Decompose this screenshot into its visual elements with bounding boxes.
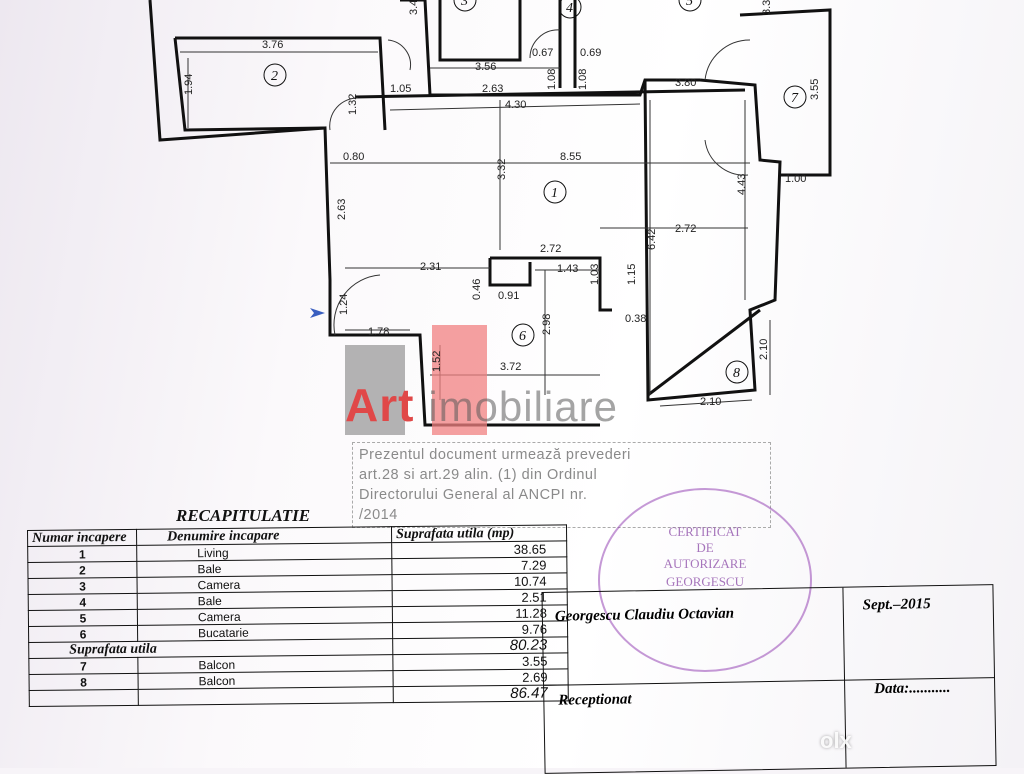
dimension-label: 1.43 [557, 263, 578, 275]
room-label: 4 [566, 1, 573, 16]
stamp-text: CERTIFICAT [668, 524, 742, 539]
dimension-label: 3.76 [262, 39, 283, 51]
dimension-label: 2.10 [758, 339, 770, 360]
notice-line: Prezentul document urmează prevederi [359, 447, 631, 463]
notice-line: Directorului General al ANCPI nr. [359, 487, 588, 503]
dimension-label: 3.32 [496, 159, 508, 180]
dimension-label: 1.24 [338, 294, 350, 315]
floor-plan: 1 2 3 4 5 6 7 8 3.76 1.94 3.41 3.56 0.67 0.69 1.08 1.0… [148, 0, 832, 435]
dimension-lines [180, 29, 771, 407]
room-marker [543, 180, 567, 204]
watermark-brand-a: Art [345, 379, 415, 431]
total-value: 86.47 [393, 684, 569, 703]
walls [148, 0, 832, 427]
stamp-text: AUTORIZARE [663, 556, 747, 571]
room-marker [783, 85, 807, 109]
room-label: 7 [791, 91, 799, 106]
dimension-label: 1.32 [347, 94, 359, 115]
dimension-label: 0.69 [580, 47, 601, 59]
received-label: Receptionat [558, 691, 632, 709]
header-area: Suprafata utila (mp) [391, 524, 567, 543]
watermark-logo: Art imobiliare [345, 380, 618, 432]
room-number: 6 [28, 625, 138, 643]
certification-stamp: CERTIFICAT DE AUTORIZARE GEORGESCU [598, 488, 812, 672]
room-number: 8 [29, 673, 139, 691]
header-number: Numar incapere [27, 529, 137, 547]
stamp-text: GEORGESCU [665, 574, 744, 589]
logo-red-block [432, 325, 487, 435]
dimension-label: 3.80 [675, 77, 696, 89]
dimension-label: 3.41 [408, 0, 420, 15]
room-marker [678, 0, 702, 12]
room-label: 1 [551, 186, 558, 201]
notice-line: /2014 [359, 507, 398, 523]
room-marker [725, 360, 749, 384]
dimension-label: 3.56 [475, 61, 496, 73]
dimension-label: 1.08 [577, 69, 589, 90]
dimension-label: 0.67 [532, 47, 553, 59]
dimension-label: 0.91 [498, 290, 519, 302]
dimension-label: 1.03 [589, 264, 601, 285]
dimension-label: 1.52 [431, 351, 443, 372]
dimension-label: 3.72 [500, 361, 521, 373]
site-watermark: olx [820, 728, 852, 753]
dimension-label: 0.80 [343, 151, 364, 163]
room-number: 7 [28, 657, 139, 675]
logo-grey-block [345, 345, 405, 435]
dimension-label: 2.72 [675, 223, 696, 235]
dimension-label: 2.10 [700, 396, 721, 408]
dimension-label: 3.39 [761, 0, 773, 15]
room-marker [558, 0, 582, 19]
data-label: Data:........... [874, 679, 951, 698]
dimension-label: 4.30 [505, 99, 526, 111]
dimension-label: 3.55 [809, 79, 821, 100]
dimension-label: 2.63 [336, 199, 348, 220]
dimension-label: 1.05 [390, 83, 411, 95]
room-label: 3 [460, 0, 468, 9]
author-name: Georgescu Claudiu Octavian [554, 605, 735, 625]
room-number: 3 [28, 577, 138, 595]
dimension-label: 6.42 [646, 229, 658, 250]
dimension-label: 1.15 [626, 264, 638, 285]
stamp-text: DE [696, 540, 714, 555]
watermark-brand-b: imobiliare [428, 383, 618, 430]
dimension-label: 1.78 [368, 326, 389, 338]
room-area: 10.74 [391, 572, 568, 591]
document-date: Sept.–2015 [862, 596, 931, 614]
room-label: 6 [519, 329, 526, 344]
dimension-label: 1.94 [183, 74, 195, 95]
dimension-label: 1.08 [546, 69, 558, 90]
dimension-label: 2.31 [420, 261, 441, 273]
dimension-label: 0.46 [471, 279, 483, 300]
dimension-label: 0.38 [625, 313, 646, 325]
room-number: 1 [27, 545, 137, 563]
room-label: 8 [733, 366, 740, 381]
dimension-label: 2.63 [482, 83, 503, 95]
dimension-label: 4.43 [736, 174, 748, 195]
entrance-arrow-icon [310, 308, 325, 318]
room-area: 38.65 [391, 540, 567, 559]
signature-box: Georgescu Claudiu Octavian Sept.–2015 Re… [541, 584, 997, 774]
room-marker [263, 63, 287, 87]
room-label: 2 [271, 69, 278, 84]
dimension-label: 2.98 [541, 314, 553, 335]
notice-line: art.28 si art.29 alin. (1) din Ordinul [359, 467, 598, 483]
room-label: 5 [686, 0, 693, 9]
recap-title: RECAPITULATIE [176, 506, 311, 525]
room-number: 2 [27, 561, 138, 579]
legal-notice: Prezentul document urmează prevederi art… [352, 442, 771, 528]
dimension-label: 1.00 [785, 173, 806, 185]
room-number: 4 [28, 593, 138, 611]
room-marker [511, 323, 535, 347]
room-area: 7.29 [391, 556, 567, 575]
dimension-label: 2.72 [540, 243, 561, 255]
room-marker [453, 0, 477, 12]
recap-table: Numar incapere Denumire incapare Suprafa… [27, 524, 569, 707]
room-number: 5 [28, 609, 138, 627]
dimension-label: 8.55 [560, 151, 581, 163]
